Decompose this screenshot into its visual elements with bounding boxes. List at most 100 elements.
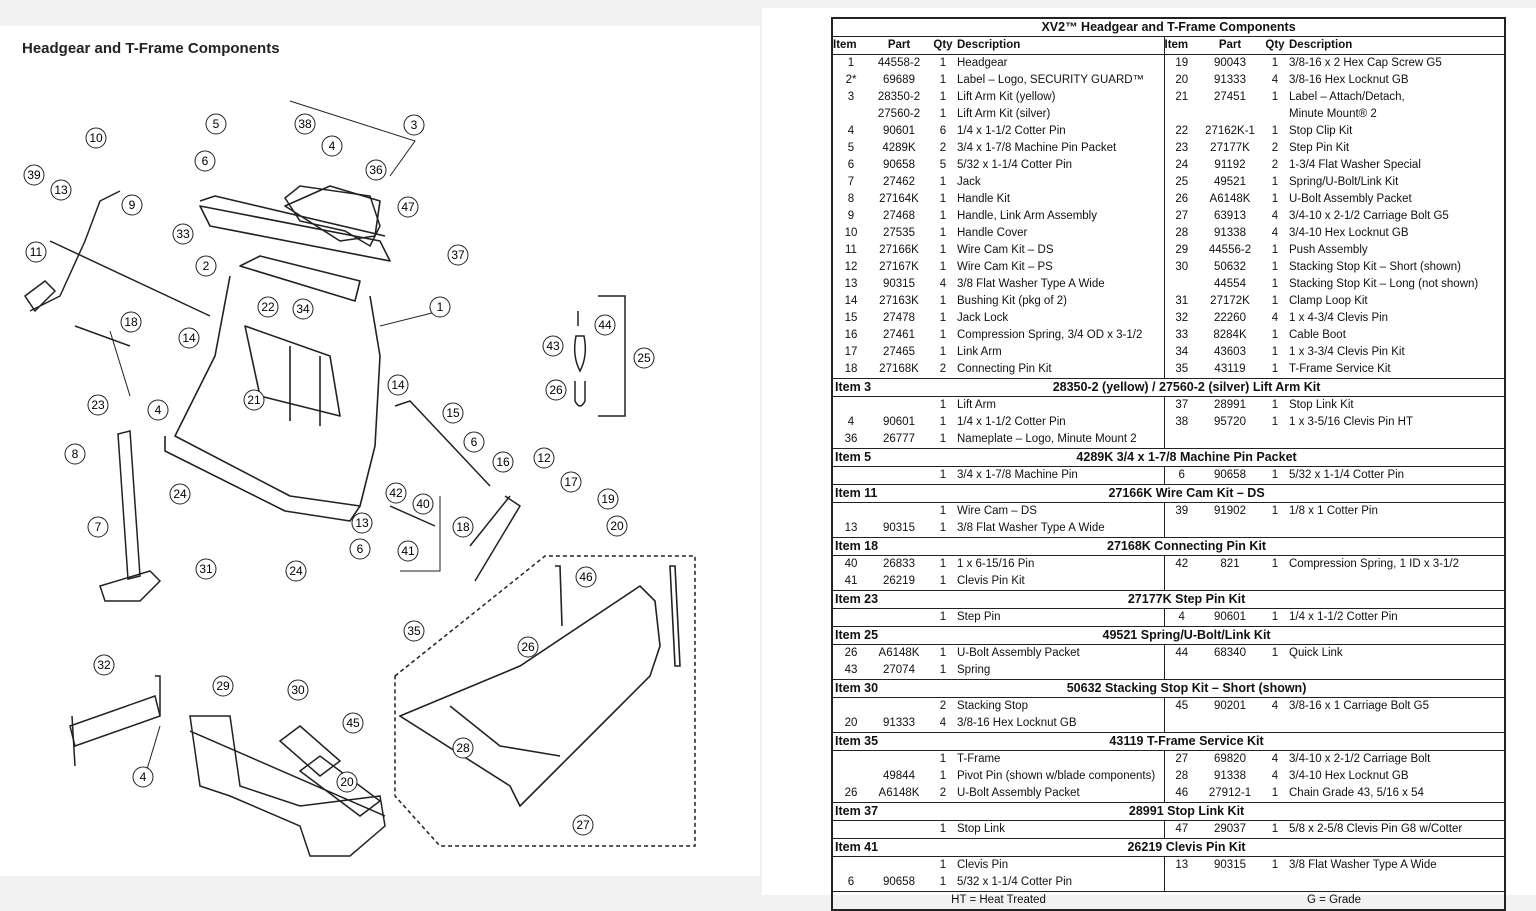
table-cell: 1 [939,261,947,273]
footer-ht-note: HT = Heat Treated [832,891,1164,910]
table-cell: 41 [844,575,858,587]
table-cell: 90601 [1214,611,1246,623]
table-cell: 27535 [883,227,915,239]
table-cell [869,609,929,627]
table-cell: 29 [1175,244,1189,256]
table-cell: 1 [1271,193,1279,205]
table-cell: 1 [939,227,947,239]
table-cell: 30 [1175,261,1189,273]
table-cell: Quick Link [1289,647,1343,659]
table-cell: Chain Grade 43, 5/16 x 54 [1289,787,1424,799]
callout-20b: 20 [340,775,354,789]
callout-14: 14 [182,331,196,345]
table-cell: 21 [1175,91,1189,103]
table-cell: 1 [939,770,947,782]
section-item: Item 25 [832,626,878,645]
table-cell [1289,715,1505,733]
table-cell: Stacking Stop [957,697,1165,715]
table-cell: 1-3/4 Flat Washer Special [1289,159,1421,171]
table-cell: 14 [844,295,858,307]
table-cell: 90315 [1214,859,1246,871]
table-cell: Wire Cam – DS [957,502,1165,520]
table-cell [1164,520,1199,538]
table-cell: 2 [939,700,947,712]
table-cell [1261,520,1289,538]
table-cell: 1/4 x 1-1/2 Cotter Pin [1289,611,1398,623]
table-cell: 33 [1175,329,1189,341]
table-cell: 27168K [879,363,919,375]
table-cell: Nameplate – Logo, Minute Mount 2 [957,431,1165,449]
table-cell: Handle, Link Arm Assembly [957,208,1165,225]
callout-13b: 13 [355,516,369,530]
table-cell: 49521 [1214,176,1246,188]
table-cell: Cable Boot [1289,329,1346,341]
callout-1: 1 [437,300,444,314]
table-cell: 1 [1271,261,1279,273]
callout-34: 34 [296,302,310,316]
table-cell: 5 [847,142,855,154]
section-title: 49521 Spring/U-Bolt/Link Kit [869,626,1506,645]
table-cell: 1 [1271,363,1279,375]
table-cell: Clamp Loop Kit [1289,295,1368,307]
table-cell [1164,276,1199,293]
callout-3: 3 [411,118,418,132]
table-cell: 1 x 3-3/4 Clevis Pin Kit [1289,346,1405,358]
table-cell: A6148K [1209,193,1251,205]
table-cell: 1 [939,505,947,517]
callout-38: 38 [298,117,312,131]
table-cell: 38 [1175,416,1189,428]
table-cell [832,503,869,521]
table-cell: 3/8-16 x 1 Carriage Bolt G5 [1289,700,1429,712]
table-cell: 1 [1271,416,1279,428]
table-cell: 1 [1271,859,1279,871]
callout-12: 12 [537,451,551,465]
table-cell [1261,106,1289,123]
table-cell [1289,874,1505,892]
table-cell: 90201 [1214,700,1246,712]
callout-19: 19 [601,492,615,506]
table-cell: 4 [1271,770,1279,782]
callout-26: 26 [549,383,563,397]
lift-arm-bracket [283,185,381,248]
table-cell: 1 [939,876,947,888]
table-cell: 39 [1175,505,1189,517]
table-cell [832,821,869,839]
jack-lock-wire [394,400,522,582]
table-cell: 90601 [883,125,915,137]
section-title: 50632 Stacking Stop Kit – Short (shown) [869,679,1506,698]
callout-29: 29 [216,679,230,693]
table-cell: 5 [939,159,947,171]
callout-45: 45 [346,716,360,730]
table-cell: 2 [1271,142,1279,154]
table-cell: 69689 [883,74,915,86]
table-cell: 29037 [1214,823,1246,835]
callout-42: 42 [389,486,403,500]
table-cell: Lift Arm Kit (yellow) [957,89,1165,106]
table-cell: 90658 [883,876,915,888]
table-cell: Clevis Pin [957,856,1165,874]
table-cell [869,467,929,485]
table-cell [832,768,869,785]
table-cell [832,397,869,415]
table-cell: U-Bolt Assembly Packet [957,644,1165,662]
table-cell: 1 [1271,57,1279,69]
table-cell [869,503,929,521]
table-cell: 1/8 x 1 Cotter Pin [1289,505,1378,517]
table-cell: Minute Mount® 2 [1289,108,1377,120]
col-item-2: Item [1164,36,1199,55]
table-cell: T-Frame Service Kit [1289,363,1391,375]
callout-44: 44 [598,318,612,332]
table-cell: U-Bolt Assembly Packet [957,785,1165,803]
table-cell: 34 [1175,346,1189,358]
table-cell: 1 [939,329,947,341]
parts-list-panel: XV2™ Headgear and T-Frame Components Ite… [762,8,1536,911]
callout-46: 46 [579,570,593,584]
